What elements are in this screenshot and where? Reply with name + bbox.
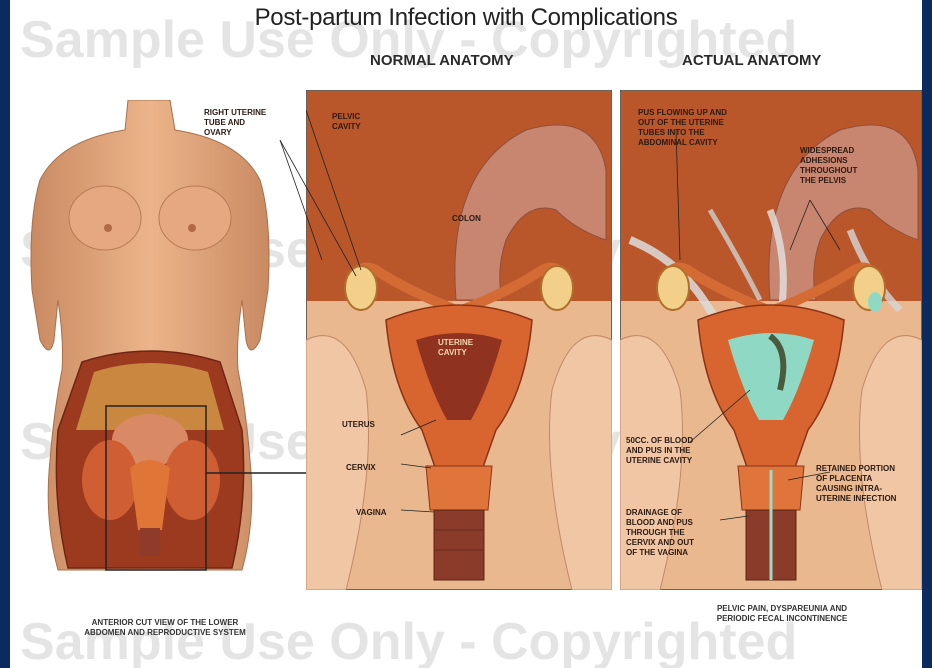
page-title: Post-partum Infection with Complications: [10, 4, 922, 32]
right-caption: PELVIC PAIN, DYSPAREUNIA AND PERIODIC FE…: [672, 604, 892, 624]
label-drainage: DRAINAGE OF BLOOD AND PUS THROUGH THE CE…: [626, 508, 694, 558]
left-caption: ANTERIOR CUT VIEW OF THE LOWER ABDOMEN A…: [40, 618, 290, 638]
detail-connector-line: [206, 470, 310, 476]
label-vagina: VAGINA: [356, 508, 387, 518]
label-uterus: UTERUS: [342, 420, 375, 430]
normal-anatomy-heading: NORMAL ANATOMY: [370, 52, 514, 69]
tube-leader-lines: [260, 140, 360, 280]
label-right-tube-ovary: RIGHT UTERINE TUBE AND OVARY: [204, 108, 266, 138]
label-colon: COLON: [452, 214, 481, 224]
torso-figure: [10, 100, 300, 580]
label-retained-placenta: RETAINED PORTION OF PLACENTA CAUSING INT…: [816, 464, 896, 504]
illustration-frame: Sample Use Only - Copyrighted Sample Use…: [10, 0, 922, 668]
label-blood-and-pus: 50cc. OF BLOOD AND PUS IN THE UTERINE CA…: [626, 436, 693, 466]
label-cervix: CERVIX: [346, 463, 376, 473]
label-pus-flowing: PUS FLOWING UP AND OUT OF THE UTERINE TU…: [638, 108, 727, 148]
label-uterine-cavity: UTERINE CAVITY: [438, 338, 473, 358]
label-pelvic-cavity: PELVIC CAVITY: [332, 112, 361, 132]
label-widespread-adhesions: WIDESPREAD ADHESIONS THROUGHOUT THE PELV…: [800, 146, 857, 186]
actual-anatomy-heading: ACTUAL ANATOMY: [682, 52, 821, 69]
